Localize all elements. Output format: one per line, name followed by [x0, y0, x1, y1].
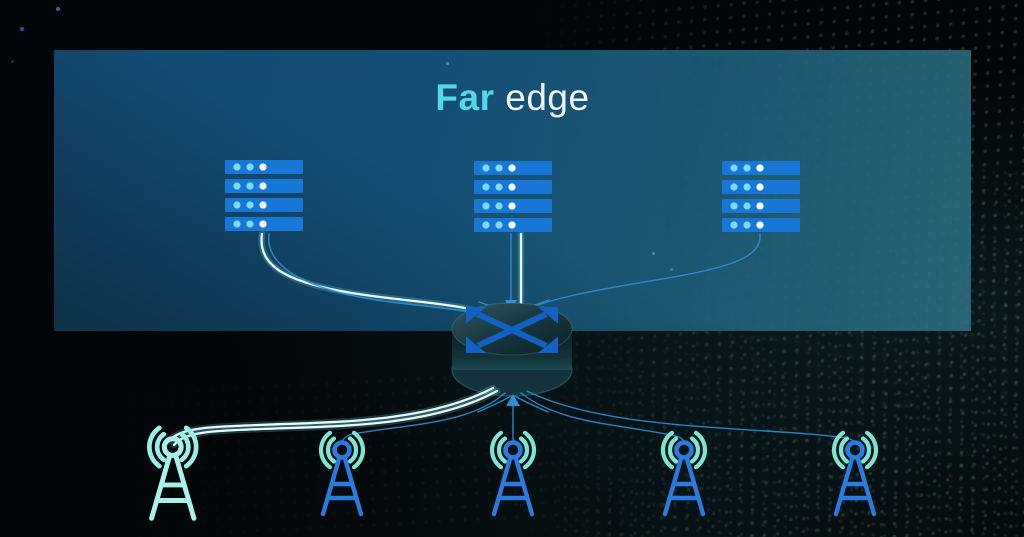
- particle-dot: [20, 27, 24, 31]
- server-unit: [225, 160, 303, 174]
- crossed-arrows-icon: [466, 307, 558, 353]
- server-rack-middle: [474, 161, 552, 237]
- server-unit: [722, 199, 800, 213]
- server-unit: [722, 218, 800, 232]
- server-unit: [474, 180, 552, 194]
- server-rack-left: [225, 160, 303, 236]
- server-unit: [225, 179, 303, 193]
- server-unit: [225, 198, 303, 212]
- cell-tower-3: [492, 432, 534, 514]
- particle-dot: [446, 62, 449, 65]
- cell-tower-2: [321, 432, 363, 514]
- server-unit: [474, 199, 552, 213]
- server-unit: [225, 217, 303, 231]
- server-unit: [474, 161, 552, 175]
- zone-title-rest: edge: [494, 77, 590, 118]
- cell-tower-4: [663, 432, 705, 514]
- server-unit: [722, 161, 800, 175]
- particle-dot: [11, 60, 14, 63]
- edge-switch: [451, 302, 573, 397]
- zone-title-highlight: Far: [435, 77, 495, 118]
- switch-to-tower-links: [165, 384, 856, 449]
- server-unit: [722, 180, 800, 194]
- zone-title: Far edge: [54, 76, 971, 120]
- particle-dot: [670, 268, 673, 271]
- server-rack-right: [722, 161, 800, 237]
- arrow-up-icon: [506, 394, 520, 406]
- cell-tower-5: [834, 432, 876, 514]
- particle-dot: [652, 252, 655, 255]
- particle-dot: [56, 7, 60, 11]
- server-unit: [474, 218, 552, 232]
